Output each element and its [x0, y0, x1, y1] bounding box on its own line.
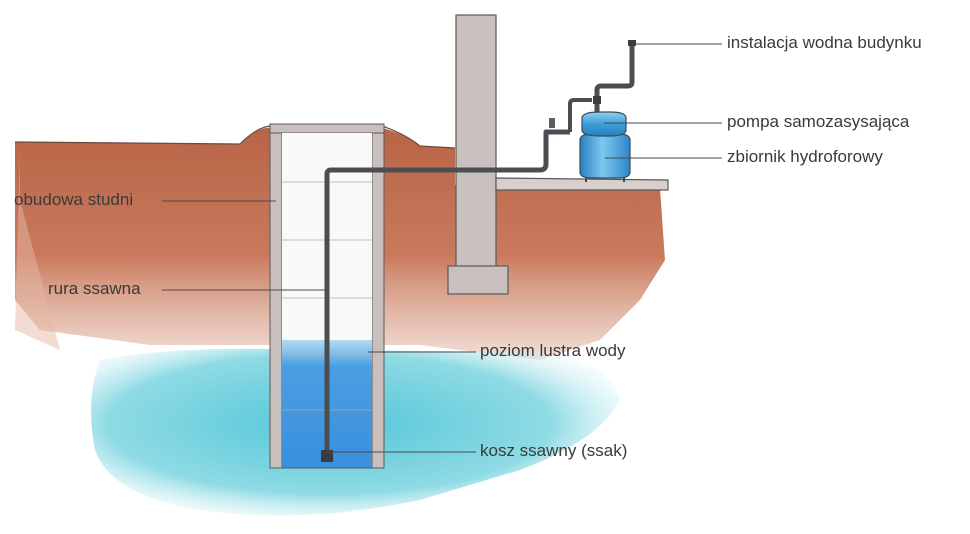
- pump-inlet-loop: [568, 98, 592, 132]
- outlet-valve: [593, 96, 601, 104]
- label-suction-strainer: kosz ssawny (ssak): [480, 441, 628, 460]
- label-building-water-installation: instalacja wodna budynku: [727, 33, 922, 52]
- label-self-priming-pump: pompa samozasysająca: [727, 112, 910, 131]
- label-suction-pipe: rura ssawna: [48, 279, 141, 298]
- suction-valve: [549, 118, 555, 128]
- outlet-tap: [628, 40, 636, 46]
- floor-slab: [495, 177, 669, 191]
- soil-fade: [15, 150, 60, 350]
- well-casing-right-wall: [371, 127, 385, 469]
- label-pressure-tank: zbiornik hydroforowy: [727, 147, 883, 166]
- foundation-footing: [447, 265, 509, 295]
- suction-pipe: [324, 129, 570, 458]
- foundation-column: [455, 14, 497, 271]
- suction-strainer: [321, 450, 333, 462]
- well-lid: [269, 123, 385, 134]
- self-priming-pump: [581, 111, 627, 137]
- outlet-pipe: [594, 44, 635, 112]
- well-casing-left-wall: [269, 127, 283, 469]
- label-well-casing: obudowa studni: [14, 190, 134, 209]
- label-water-table-level: poziom lustra wody: [480, 341, 626, 360]
